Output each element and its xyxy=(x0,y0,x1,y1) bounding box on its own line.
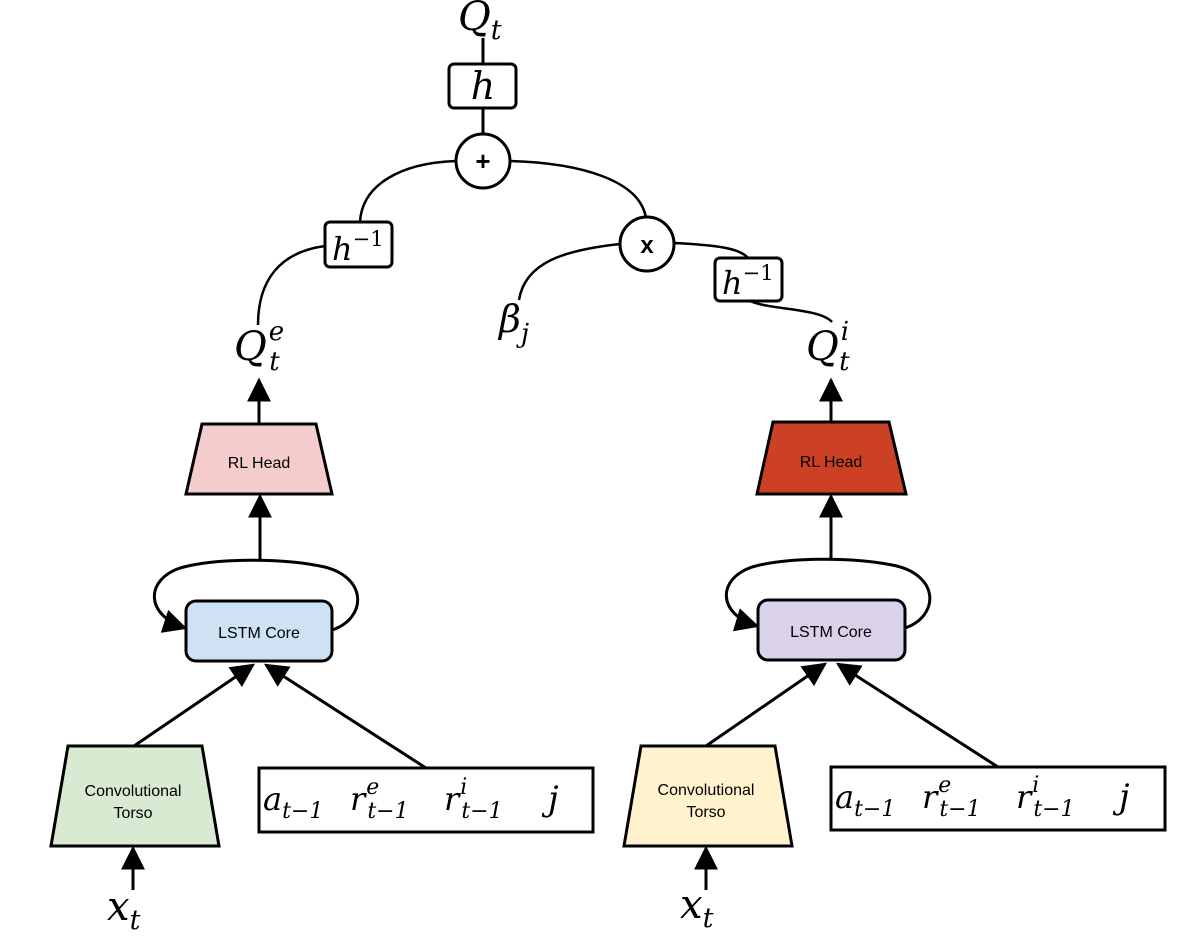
right-aux-to-lstm-arrow xyxy=(835,662,999,769)
output-q-label: Qt xyxy=(458,0,502,46)
times-to-inv-right-curve xyxy=(673,241,749,259)
times-symbol: x xyxy=(640,232,654,259)
inv-left-box xyxy=(323,220,394,269)
left-conv-torso xyxy=(49,744,221,848)
right-aux-a: at−1 xyxy=(835,778,895,822)
left-rl-head-label: RL Head xyxy=(228,455,291,472)
plus-to-inv-left-curve xyxy=(358,159,457,223)
left-lstm-recurrent-loop xyxy=(152,558,359,633)
left-aux-to-lstm-arrow xyxy=(263,663,427,770)
left-conv-torso-label-line2: Torso xyxy=(113,805,152,822)
left-conv-torso-label-line1: Convolutional xyxy=(85,783,182,800)
right-lstm-recurrent-loop xyxy=(724,557,932,632)
right-input-label: xt xyxy=(680,882,714,934)
left-input-label: xt xyxy=(107,884,141,936)
inv-left-label: h−1 xyxy=(332,227,384,268)
times-to-beta-curve xyxy=(517,242,621,301)
left-aux-a: at−1 xyxy=(263,780,323,824)
right-aux-inputs-box xyxy=(829,765,1167,832)
right-rl-head-label: RL Head xyxy=(800,454,863,471)
left-torso-to-lstm-arrow xyxy=(133,663,255,748)
right-rl-head xyxy=(755,420,908,496)
inv-right-to-qi-curve xyxy=(749,299,833,323)
beta-label: βj xyxy=(497,297,529,349)
left-rl-head xyxy=(184,422,334,496)
right-conv-torso xyxy=(622,744,794,848)
inv-left-to-qe-curve xyxy=(256,244,326,326)
left-lstm-core xyxy=(184,599,334,663)
right-torso-to-lstm-arrow xyxy=(705,662,827,748)
right-lstm-core xyxy=(756,598,907,662)
left-aux-inputs-box xyxy=(257,766,595,834)
plus-symbol: + xyxy=(475,146,490,176)
h-label: h xyxy=(471,64,495,108)
right-conv-torso-label-line2: Torso xyxy=(686,804,725,821)
plus-to-times-curve xyxy=(509,159,648,219)
inv-right-box xyxy=(713,256,784,303)
inv-right-label: h−1 xyxy=(722,261,774,302)
right-lstm-core-label: LSTM Core xyxy=(790,624,872,641)
left-lstm-core-label: LSTM Core xyxy=(218,625,300,642)
right-conv-torso-label-line1: Convolutional xyxy=(658,782,755,799)
